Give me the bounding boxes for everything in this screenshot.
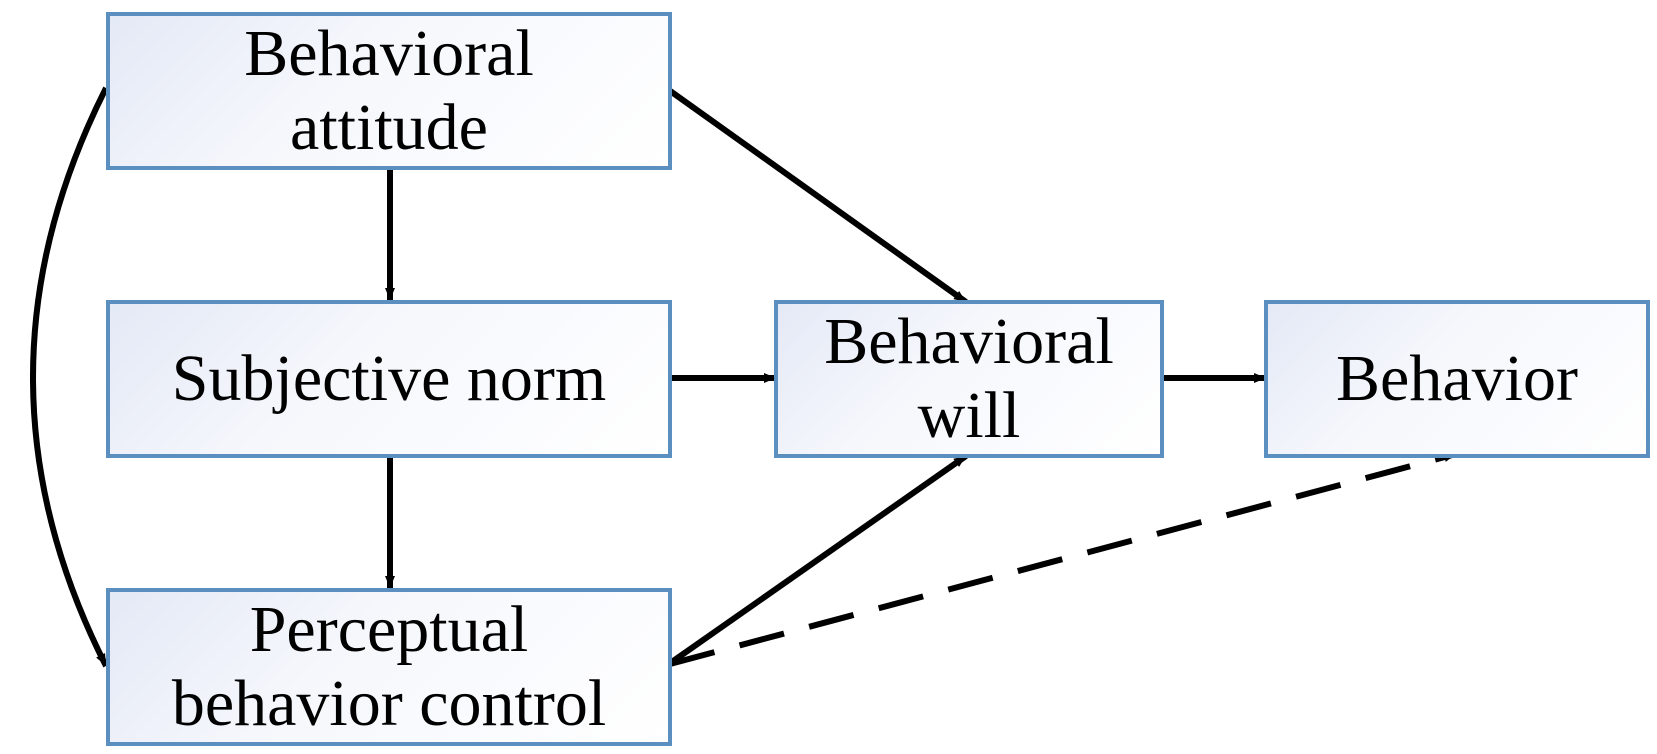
edge-pbc-to-will [664, 453, 968, 669]
node-behavioral-attitude-line1: Behavioral [244, 17, 534, 90]
node-perceptual-behavior-control-line1: Perceptual [249, 593, 529, 666]
node-behavioral-attitude-line2: attitude [290, 91, 488, 164]
node-behavioral-will-line1: Behavioral [824, 305, 1114, 378]
node-behavioral-will-line2: will [917, 379, 1021, 452]
node-behavior: Behavior [1264, 300, 1650, 458]
edge-attitude-pbc-curved [30, 75, 116, 668]
edge-attitude-to-will [664, 85, 968, 305]
node-subjective-norm: Subjective norm [106, 300, 672, 458]
node-behavior-label: Behavior [1336, 342, 1578, 415]
node-subjective-norm-label: Subjective norm [171, 342, 607, 415]
node-behavioral-attitude: Behavioral attitude [106, 12, 672, 170]
node-perceptual-behavior-control-line2: behavior control [171, 667, 607, 740]
node-behavioral-will: Behavioral will [774, 300, 1164, 458]
edge-pbc-to-behavior-dashed [669, 451, 1457, 667]
node-perceptual-behavior-control: Perceptual behavior control [106, 588, 672, 746]
